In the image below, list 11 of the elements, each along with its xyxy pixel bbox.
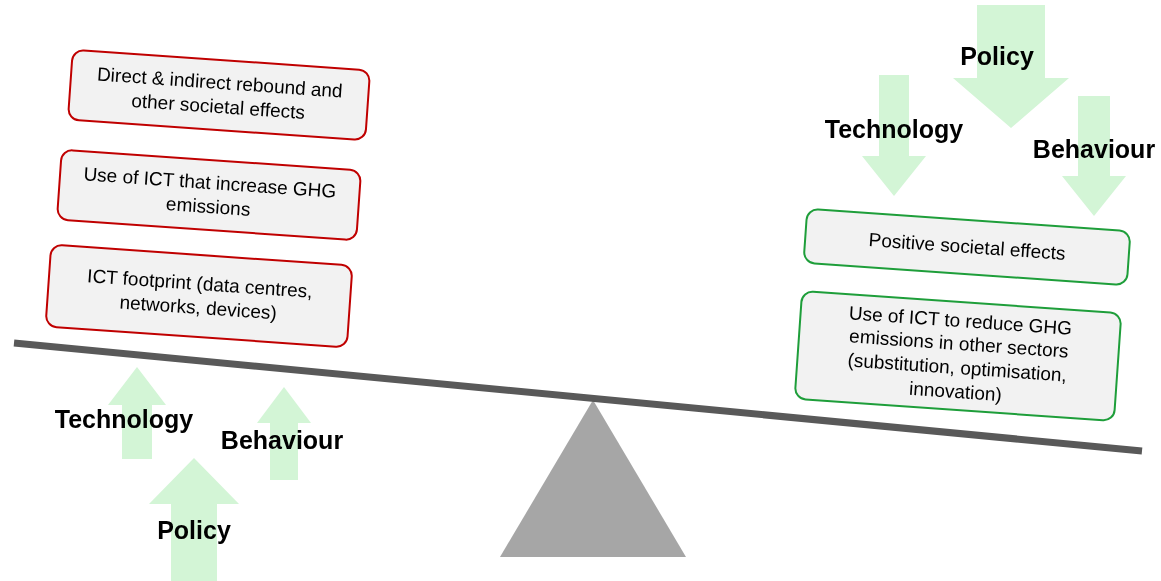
effect-box: Use of ICT that increase GHG emissions [55,148,363,242]
effect-box: ICT footprint (data centres, networks, devices) [44,243,354,349]
factor-label: Technology [54,404,194,436]
factor-label: Technology [824,114,964,146]
effect-box: Direct & indirect rebound and other societal effects [66,48,372,142]
factor-label: Policy [157,515,231,547]
effect-box: Use of ICT to reduce GHG emissions in other sectors (substitution, optimisation, innovation) [793,289,1123,423]
factor-label: Policy [960,41,1034,73]
effect-box: Positive societal effects [802,207,1132,287]
factor-label: Behaviour [1032,134,1156,166]
factor-label: Behaviour [220,425,344,457]
